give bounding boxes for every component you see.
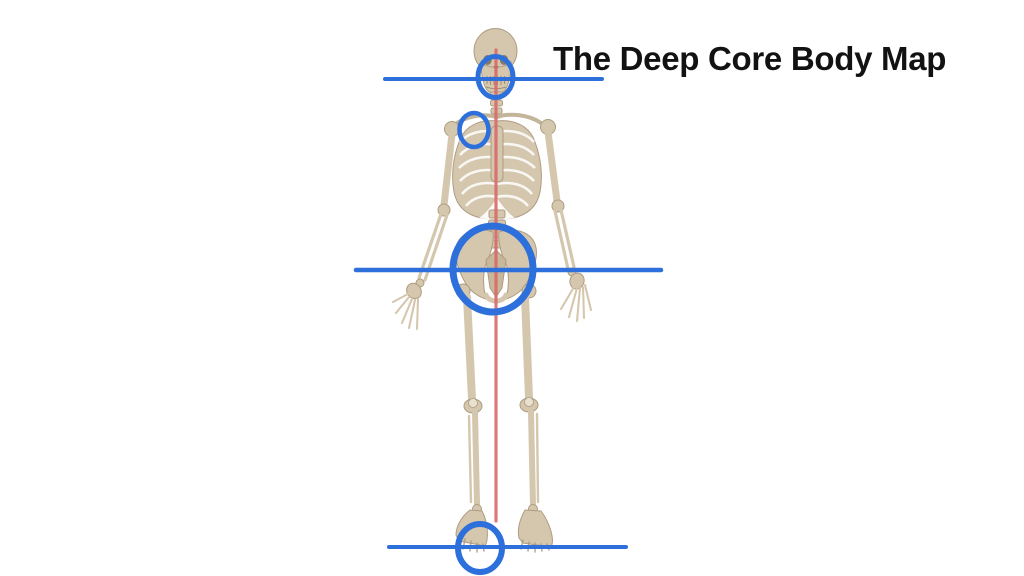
patella-left (468, 398, 478, 408)
left-arm (391, 130, 456, 331)
skeleton-illustration (391, 28, 593, 553)
left-hand (391, 292, 420, 331)
foot-focus-circle (455, 521, 505, 575)
left-leg (455, 293, 488, 553)
focus-circles (449, 54, 537, 575)
clavicle-right (495, 112, 543, 125)
patella-right (524, 397, 534, 407)
right-leg (517, 293, 553, 553)
shoulder-focus-circle (457, 110, 491, 150)
pelvis-focus-circle (449, 222, 537, 316)
alignment-lines (353, 77, 664, 549)
right-arm (544, 128, 593, 323)
right-hand (559, 283, 593, 323)
page-title: The Deep Core Body Map (553, 40, 947, 77)
jaw-focus-circle (475, 54, 516, 100)
